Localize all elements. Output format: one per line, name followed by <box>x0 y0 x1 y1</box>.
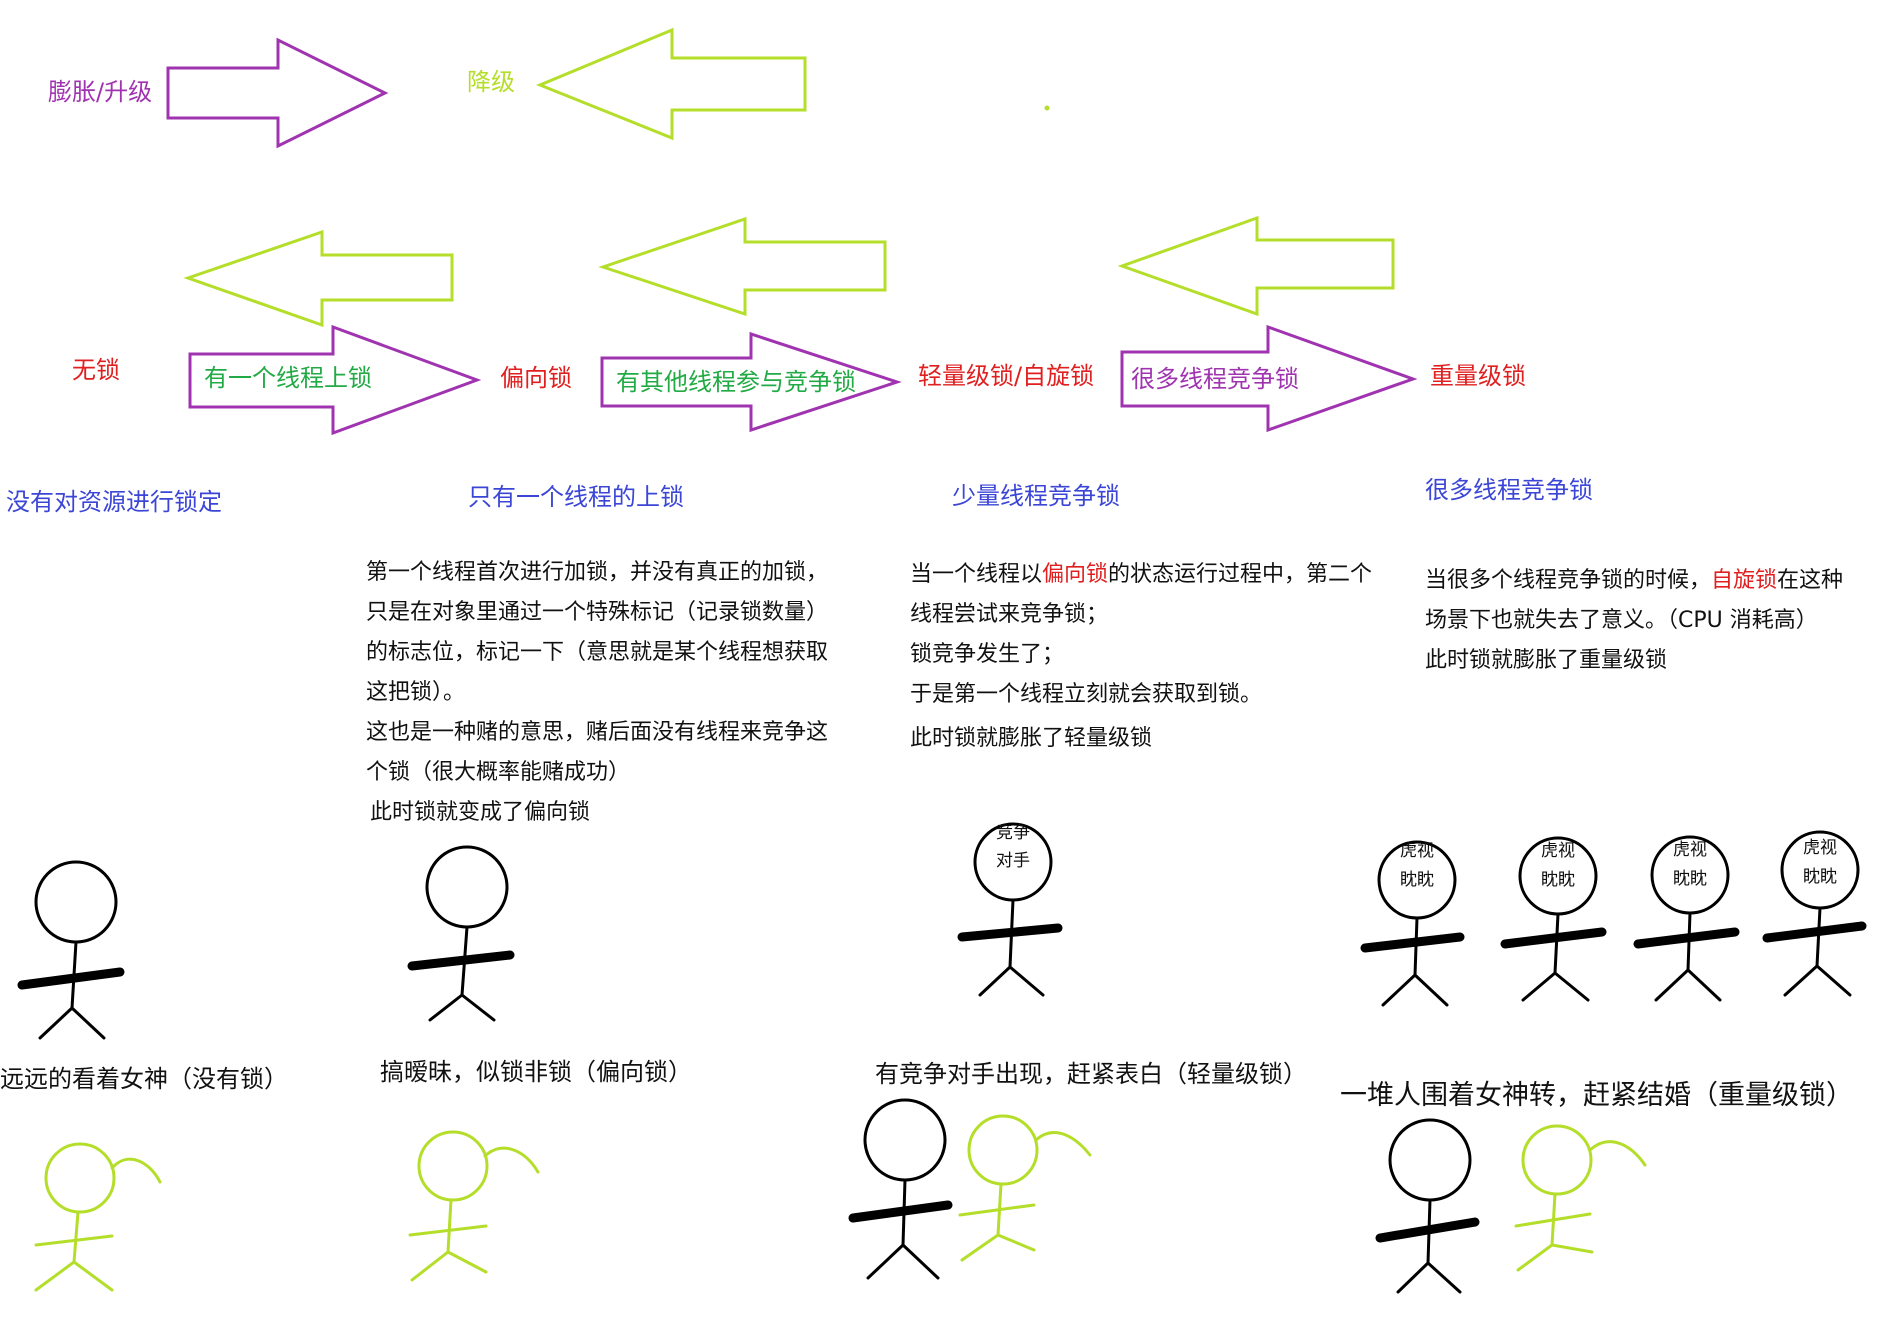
caption-no-lock: 远远的看着女神（没有锁） <box>0 1065 288 1093</box>
description-line: 此时锁就膨胀了重量级锁 <box>1425 648 1668 673</box>
caption-lightweight-lock: 有竞争对手出现，赶紧表白（轻量级锁） <box>875 1060 1307 1088</box>
description-line: 当很多个线程竞争锁的时候，自旋锁在这种 <box>1425 568 1844 593</box>
description-line: 此时锁就变成了偏向锁 <box>370 800 591 825</box>
legend-downgrade-label: 降级 <box>467 68 515 96</box>
rival-head-label-1: 竞争 <box>996 823 1030 843</box>
description-line: 这也是一种赌的意思，赌后面没有线程来竞争这 <box>366 720 829 745</box>
stick-figure-watcher <box>17 860 125 1040</box>
onlooker-1-head-label-1: 虎视 <box>1400 841 1434 861</box>
stick-figure-confessor <box>848 1098 953 1280</box>
description-lightweight-lock: 当一个线程以偏向锁的状态运行过程中，第二个 线程尝试来竞争锁； 锁竞争发生了； … <box>910 564 1410 764</box>
transition-label-to-heavyweight: 很多线程竞争锁 <box>1131 365 1299 393</box>
subtitle-no-lock: 没有对资源进行锁定 <box>6 488 222 516</box>
stick-figure-onlooker-3 <box>1633 835 1740 1002</box>
description-heavyweight-lock: 当很多个线程竞争锁的时候，自旋锁在这种 场景下也就失去了意义。（CPU 消耗高）… <box>1425 570 1875 690</box>
description-line: 个锁（很大概率能赌成功） <box>366 760 631 785</box>
inflate-arrow-3 <box>1120 324 1418 433</box>
onlooker-2-head-label-1: 虎视 <box>1541 841 1575 861</box>
stick-figure-onlooker-1 <box>1360 840 1465 1007</box>
downgrade-arrow-1 <box>183 229 454 328</box>
stick-figure-onlooker-2 <box>1500 836 1607 1002</box>
onlooker-4-head-label-2: 眈眈 <box>1803 867 1837 887</box>
goddess-figure-3 <box>958 1114 1092 1262</box>
legend-inflate-label: 膨胀/升级 <box>48 78 153 106</box>
stick-figure-groom <box>1375 1118 1480 1294</box>
onlooker-3-head-label-1: 虎视 <box>1673 840 1707 860</box>
subtitle-lightweight-lock: 少量线程竞争锁 <box>952 482 1120 510</box>
goddess-figure-2 <box>408 1130 540 1282</box>
onlooker-2-head-label-2: 眈眈 <box>1541 870 1575 890</box>
onlooker-1-head-label-2: 眈眈 <box>1400 870 1434 890</box>
downgrade-arrow-2 <box>598 216 887 317</box>
legend-downgrade-arrow <box>536 27 807 141</box>
onlooker-4-head-label-1: 虎视 <box>1803 838 1837 858</box>
description-line: 这把锁）。 <box>366 680 466 705</box>
state-heavyweight-lock: 重量级锁 <box>1430 362 1526 390</box>
description-line: 第一个线程首次进行加锁，并没有真正的加锁， <box>366 560 829 585</box>
state-biased-lock: 偏向锁 <box>500 364 572 392</box>
description-line: 于是第一个线程立刻就会获取到锁。 <box>910 682 1263 707</box>
rival-head-label-2: 对手 <box>996 851 1030 871</box>
legend-inflate-arrow <box>166 37 389 149</box>
stray-dot <box>1044 105 1050 111</box>
description-line: 当一个线程以偏向锁的状态运行过程中，第二个 <box>910 562 1373 587</box>
description-line: 的标志位，标记一下（意思就是某个线程想获取 <box>366 640 829 665</box>
inflate-arrow-2 <box>600 331 902 433</box>
description-line: 场景下也就失去了意义。（CPU 消耗高） <box>1425 608 1818 633</box>
description-line: 只是在对象里通过一个特殊标记（记录锁数量） <box>366 600 829 625</box>
transition-label-to-lightweight: 有其他线程参与竞争锁 <box>616 368 856 396</box>
downgrade-arrow-3 <box>1117 215 1395 317</box>
stick-figure-suitor <box>407 845 515 1022</box>
state-lightweight-lock: 轻量级锁/自旋锁 <box>918 362 1095 390</box>
stick-figure-onlooker-4 <box>1762 830 1867 997</box>
goddess-figure-1 <box>34 1142 162 1292</box>
subtitle-heavyweight-lock: 很多线程竞争锁 <box>1425 476 1593 504</box>
description-line: 此时锁就膨胀了轻量级锁 <box>910 726 1153 751</box>
inflate-arrow-1 <box>188 324 482 436</box>
description-biased-lock: 第一个线程首次进行加锁，并没有真正的加锁， 只是在对象里通过一个特殊标记（记录锁… <box>366 562 886 832</box>
state-no-lock: 无锁 <box>72 356 120 384</box>
caption-heavyweight-lock: 一堆人围着女神转，赶紧结婚（重量级锁） <box>1340 1080 1853 1111</box>
onlooker-3-head-label-2: 眈眈 <box>1673 869 1707 889</box>
subtitle-biased-lock: 只有一个线程的上锁 <box>468 483 684 511</box>
description-line: 线程尝试来竞争锁； <box>910 602 1109 627</box>
caption-biased-lock: 搞暧昧，似锁非锁（偏向锁） <box>380 1058 692 1086</box>
transition-label-to-biased: 有一个线程上锁 <box>204 364 372 392</box>
description-line: 锁竞争发生了； <box>910 642 1065 667</box>
stick-figure-rival <box>957 822 1063 997</box>
goddess-figure-4 <box>1514 1124 1647 1272</box>
